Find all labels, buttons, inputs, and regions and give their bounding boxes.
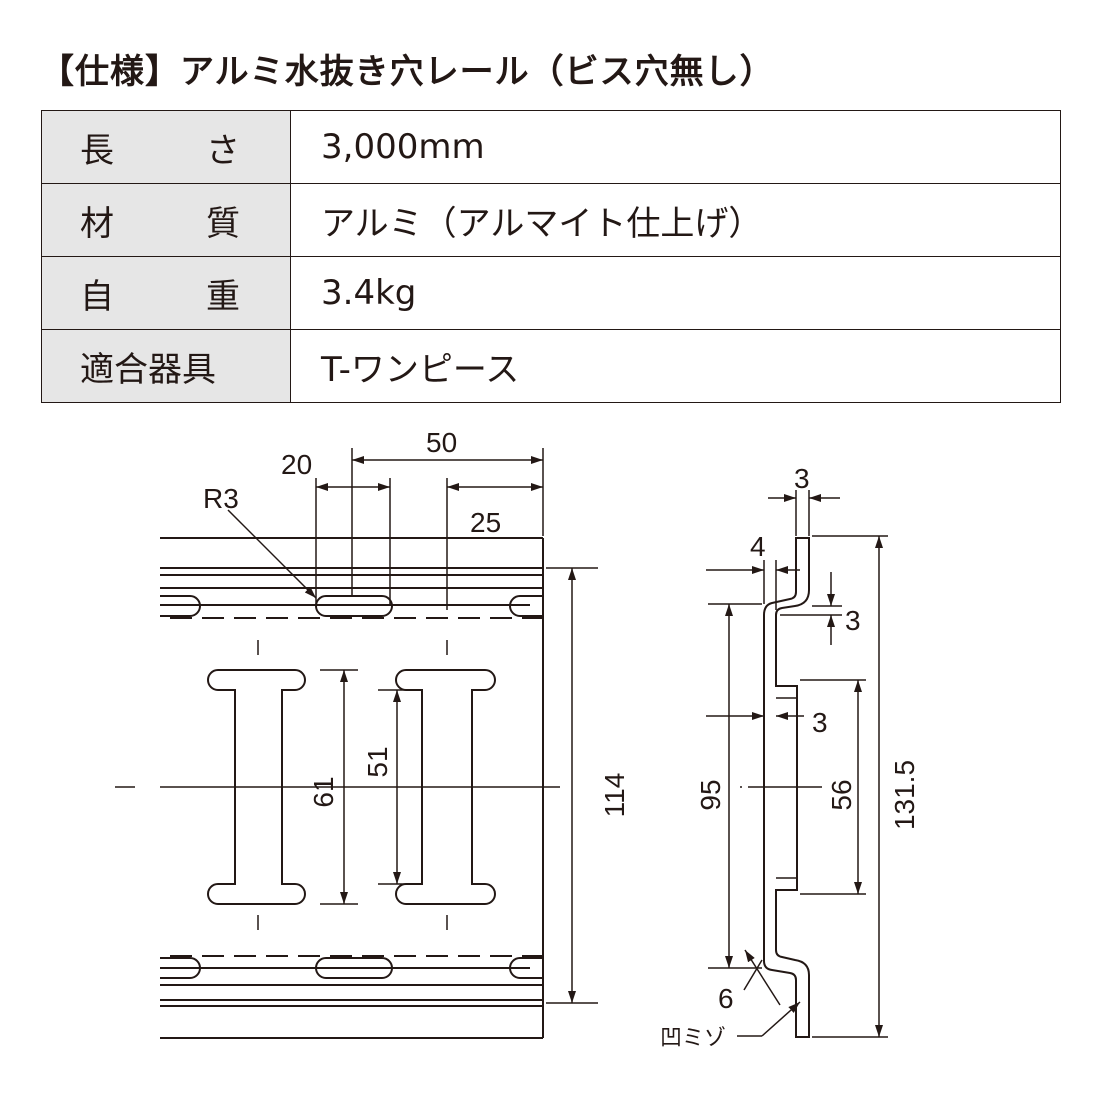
table-row: 長 さ 3,000mm (41, 110, 1061, 184)
dim-label-50: 50 (426, 427, 457, 458)
dim-label-20: 20 (281, 449, 312, 480)
front-view-labels: 50 20 25 R3 61 51 114 (203, 427, 630, 817)
drain-slot (160, 957, 201, 979)
dim-label-3-lip: 3 (845, 605, 861, 636)
dim-label-51: 51 (362, 746, 393, 777)
front-view-dimensions (227, 448, 598, 1004)
dim-label-61: 61 (308, 776, 339, 807)
dim-label-56: 56 (826, 779, 857, 810)
table-row: 自 重 3.4kg (41, 256, 1061, 330)
spec-value-weight: 3.4kg (290, 256, 1061, 330)
drain-slot (160, 595, 201, 617)
i-shaped-slot (395, 669, 496, 905)
side-view-dimensions (706, 490, 888, 1038)
spec-label: 適合器具 (80, 349, 216, 390)
drain-slot (315, 595, 393, 617)
spec-label-left: 長 (80, 130, 114, 171)
side-view (740, 537, 822, 1038)
spec-table: 長 さ 3,000mm 材 質 アルミ（アルマイト仕上げ） 自 重 3.4kg … (41, 110, 1061, 403)
radius-leader (227, 509, 317, 599)
drain-slot (315, 957, 393, 979)
spec-label-cell: 自 重 (41, 256, 291, 330)
dim-label-131-5: 131.5 (889, 760, 920, 830)
dimension-line-6 (744, 949, 781, 1006)
spec-label-right: さ (206, 130, 240, 171)
dim-label-95: 95 (695, 779, 726, 810)
extension-line (743, 959, 763, 991)
spec-label-left: 材 (80, 203, 114, 244)
table-row: 適合器具 T-ワンピース (41, 329, 1061, 403)
rail-profile (763, 537, 810, 1038)
i-shaped-slot (207, 669, 306, 905)
dim-label-3-top: 3 (794, 463, 810, 494)
spec-label-cell: 長 さ (41, 110, 291, 184)
dim-label-25: 25 (470, 507, 501, 538)
spec-label-right: 質 (206, 203, 240, 244)
spec-value-fixture: T-ワンピース (290, 329, 1061, 403)
drain-slot (509, 957, 543, 979)
spec-label-cell: 適合器具 (41, 329, 291, 403)
spec-label-left: 自 (80, 276, 114, 317)
groove-leader (761, 1001, 801, 1037)
side-view-labels: 3 4 3 3 95 56 131.5 6 凹ミゾ (660, 463, 920, 1050)
spec-value-length: 3,000mm (290, 110, 1061, 184)
dim-label-3-inner: 3 (812, 707, 828, 738)
dim-label-114: 114 (599, 773, 630, 818)
drain-slot (509, 595, 543, 617)
dim-label-4: 4 (750, 531, 766, 562)
spec-label-cell: 材 質 (41, 183, 291, 257)
dim-label-6: 6 (718, 983, 734, 1014)
page-title: 【仕様】アルミ水抜き穴レール（ビス穴無し） (40, 52, 775, 92)
spec-label-right: 重 (206, 276, 240, 317)
groove-label: 凹ミゾ (660, 1025, 726, 1050)
dim-label-r3: R3 (203, 483, 239, 514)
